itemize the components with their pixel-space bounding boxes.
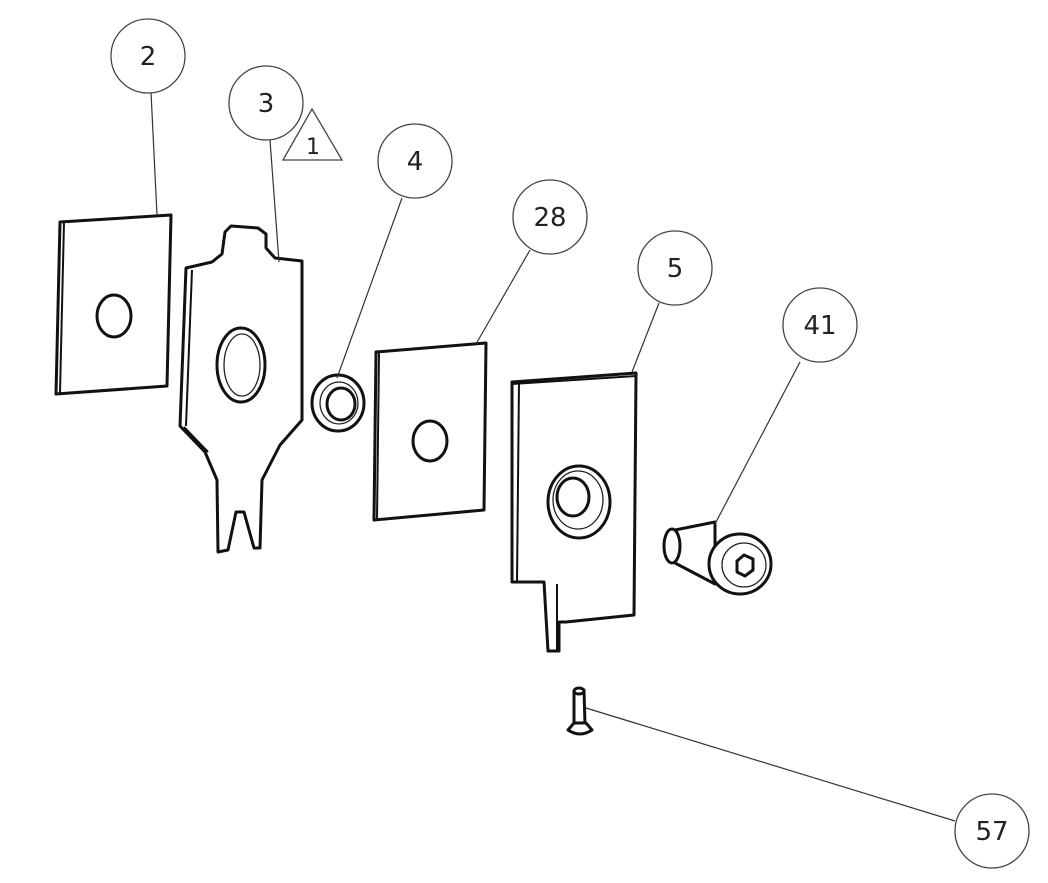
balloon-5: 5 xyxy=(637,230,713,306)
balloon-2: 2 xyxy=(110,18,186,94)
part-41-socket-screw xyxy=(662,520,773,596)
balloon-4-label: 4 xyxy=(407,147,424,177)
part-3-forked-plate xyxy=(178,224,304,554)
balloon-3-label: 3 xyxy=(258,89,275,119)
part-57-countersunk-screw xyxy=(566,686,594,736)
part-4-washer xyxy=(310,373,366,433)
leader-4 xyxy=(336,197,403,379)
balloon-2-label: 2 xyxy=(140,42,157,72)
part-5-block xyxy=(510,371,638,653)
balloon-57: 57 xyxy=(954,793,1030,869)
leader-28 xyxy=(475,249,531,345)
leader-3 xyxy=(269,139,280,263)
leader-5 xyxy=(631,302,660,373)
part-2-plate xyxy=(54,213,173,396)
revision-triangle-label: 1 xyxy=(306,135,320,160)
balloon-28-label: 28 xyxy=(533,203,566,233)
leader-57 xyxy=(585,707,956,822)
balloon-57-label: 57 xyxy=(975,817,1008,847)
revision-triangle: 1 xyxy=(281,107,344,161)
leader-2 xyxy=(150,91,158,216)
balloon-5-label: 5 xyxy=(667,254,684,284)
balloon-28: 28 xyxy=(512,179,588,255)
balloon-3: 3 xyxy=(228,65,304,141)
leader-lines xyxy=(150,91,956,822)
balloon-41: 41 xyxy=(782,287,858,363)
part-28-plate xyxy=(372,341,488,522)
balloon-41-label: 41 xyxy=(803,311,836,341)
leader-41 xyxy=(714,361,801,525)
balloon-4: 4 xyxy=(377,123,453,199)
